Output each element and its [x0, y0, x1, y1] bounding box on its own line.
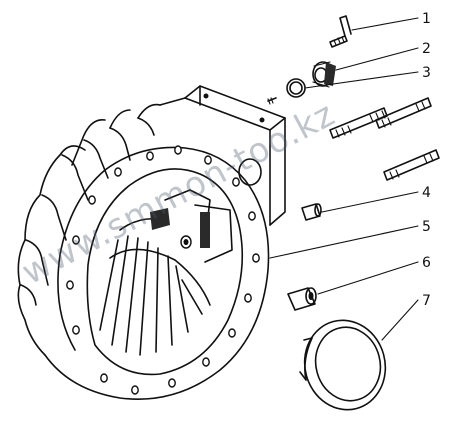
callout-6: 6	[422, 255, 431, 271]
part-seal-ring	[299, 319, 387, 411]
small-screw	[267, 97, 277, 105]
part-dowel-pin	[301, 203, 322, 221]
leader-lines	[269, 17, 419, 341]
callout-5: 5	[422, 219, 431, 235]
part-stud-screw	[329, 15, 352, 48]
callout-4: 4	[422, 185, 431, 201]
callout-7: 7	[422, 293, 431, 309]
part-bushing	[287, 287, 317, 311]
callout-3: 3	[422, 65, 431, 81]
callout-numbers: 1 2 3 4 5 6 7	[422, 11, 431, 309]
flange-bolt-holes	[66, 145, 260, 395]
part-o-ring	[286, 78, 306, 98]
part-bearing-cap	[312, 61, 336, 88]
housing	[17, 85, 286, 400]
callout-2: 2	[422, 41, 431, 57]
part-studs	[329, 97, 440, 181]
callout-1: 1	[422, 11, 431, 27]
internal-ribs	[99, 189, 233, 356]
